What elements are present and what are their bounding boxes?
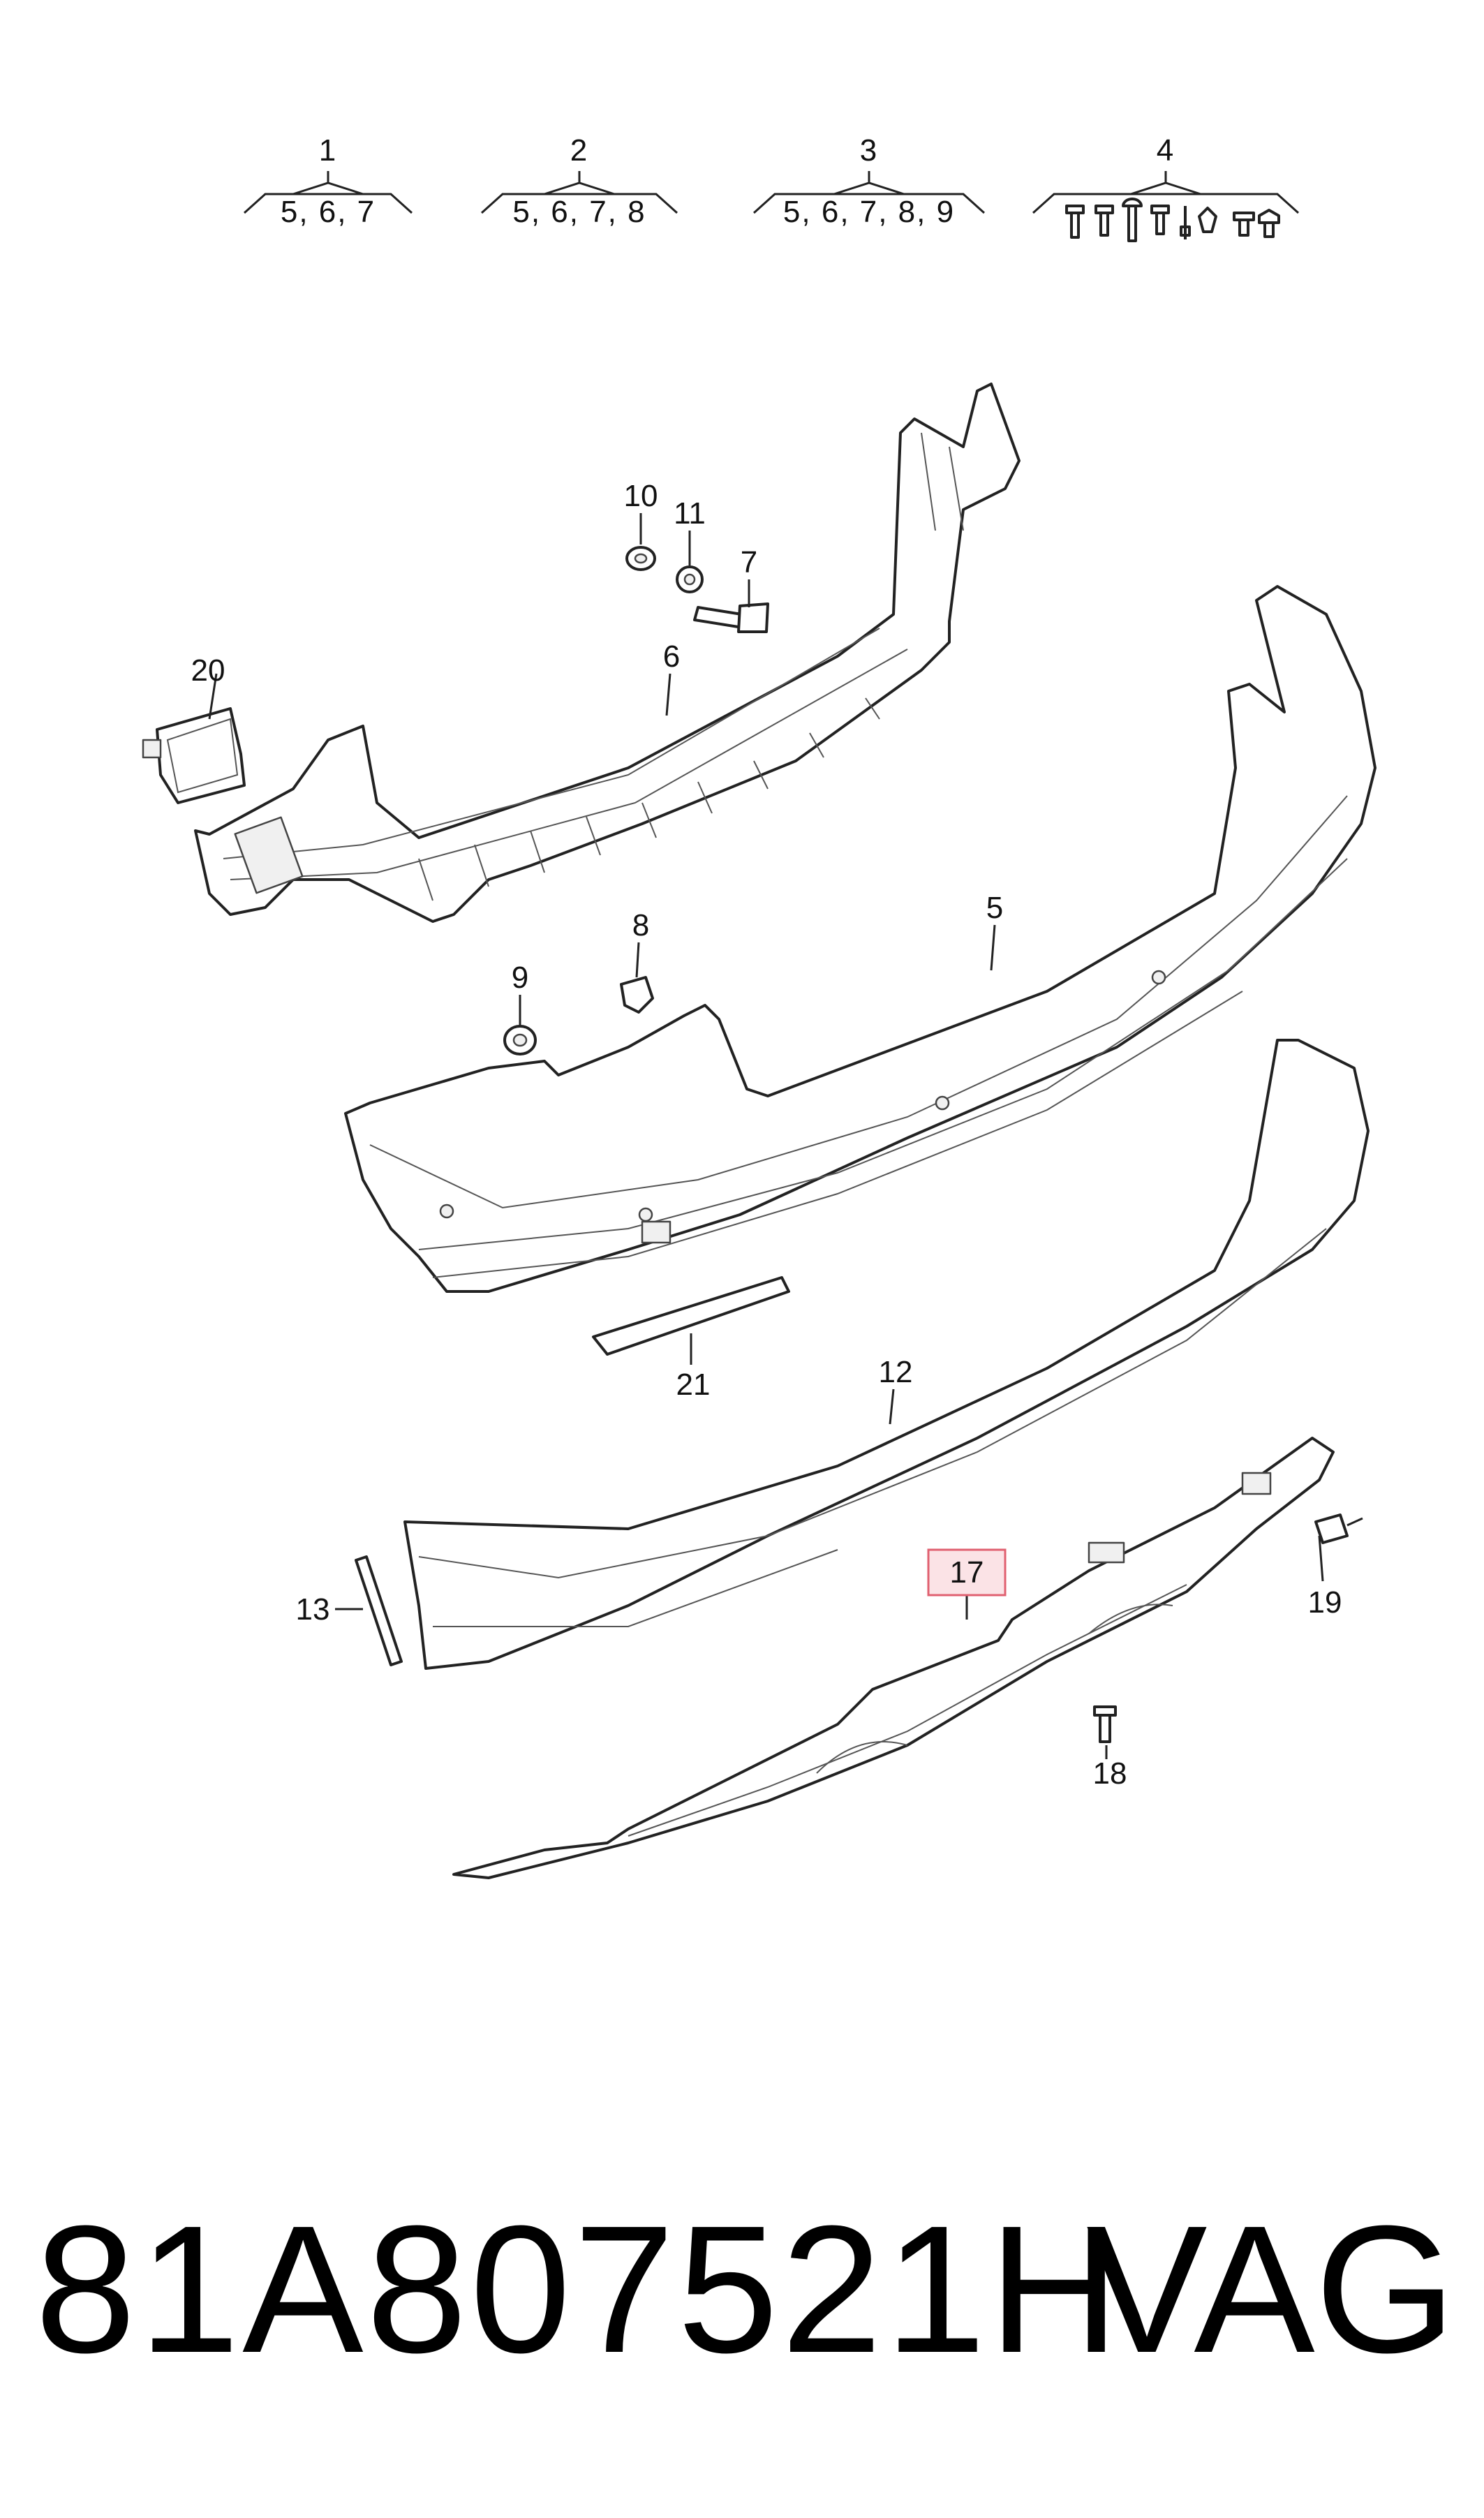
screw-part-18 [1093, 1705, 1117, 1743]
strip-part-13 [355, 1555, 403, 1666]
group-4-number: 4 [1157, 133, 1175, 168]
fastener-set-icon [1065, 198, 1280, 242]
nut-part-10 [625, 546, 656, 571]
bolt-part-7 [693, 602, 769, 633]
callout-18: 18 [1093, 1756, 1127, 1791]
group-2-number: 2 [570, 133, 588, 168]
callout-5: 5 [986, 891, 1003, 925]
diffuser-part-17 [452, 1437, 1335, 1879]
callout-21: 21 [676, 1368, 711, 1402]
callout-8: 8 [632, 908, 649, 942]
washer-part-11 [676, 565, 704, 593]
callout-12: 12 [879, 1355, 913, 1389]
group-1: 1 5, 6, 7 [243, 133, 413, 229]
callout-10: 10 [624, 479, 658, 513]
bumper-carrier-part-6 [194, 383, 1021, 923]
highlight-box [927, 1548, 1007, 1597]
callout-19: 19 [1308, 1585, 1342, 1620]
group-3-members: 5, 6, 7, 8, 9 [783, 195, 955, 229]
group-2-members: 5, 6, 7, 8 [512, 195, 646, 229]
reflector-part-21 [592, 1276, 790, 1356]
group-4: 4 [1032, 133, 1300, 242]
bumper-cover-part-5 [344, 585, 1377, 1293]
callout-17-highlight[interactable]: 17 [927, 1548, 1007, 1597]
group-3-number: 3 [860, 133, 878, 168]
clip-part-19 [1314, 1513, 1363, 1544]
lower-bumper-part-12 [403, 1039, 1370, 1670]
callout-13: 13 [296, 1592, 330, 1627]
bracket-part-20 [142, 707, 246, 804]
callout-17: 17 [950, 1555, 984, 1590]
callout-9: 9 [512, 961, 528, 995]
callout-11: 11 [674, 496, 706, 531]
part-number-label: 81A807521H [35, 2189, 1122, 2391]
callout-6: 6 [663, 639, 680, 674]
group-3: 3 5, 6, 7, 8, 9 [752, 133, 986, 229]
callout-7: 7 [741, 545, 757, 579]
group-2: 2 5, 6, 7, 8 [480, 133, 678, 229]
callout-20: 20 [191, 653, 225, 688]
group-1-number: 1 [319, 133, 337, 168]
clip-part-8 [620, 976, 654, 1014]
clip-part-9 [503, 1025, 537, 1056]
group-1-members: 5, 6, 7 [281, 195, 376, 229]
brand-label: VAG [1086, 2189, 1456, 2391]
